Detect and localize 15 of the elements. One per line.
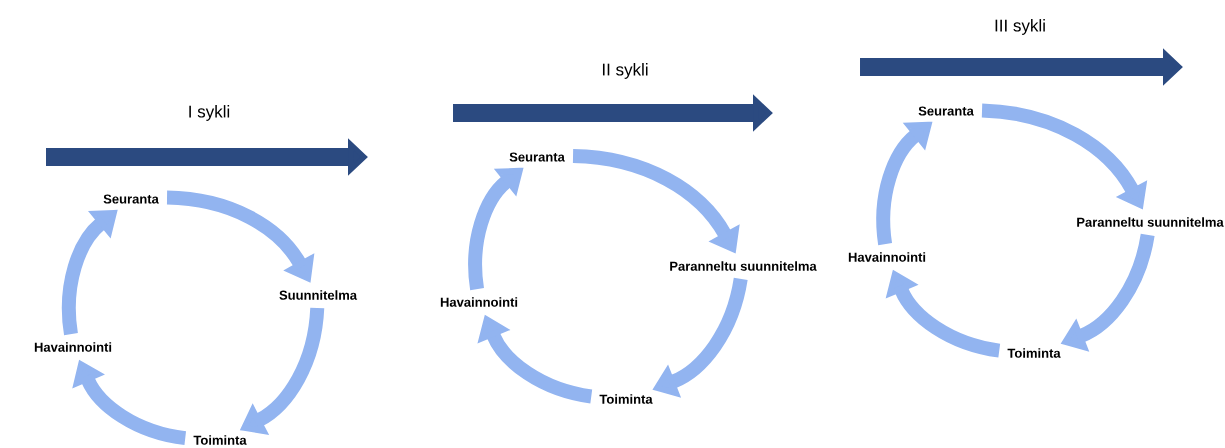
stage-label: Seuranta — [918, 106, 974, 116]
stage-label: Suunnitelma — [279, 290, 358, 300]
stage-label: Havainnointi — [848, 252, 926, 262]
stage-label: Toiminta — [1007, 348, 1061, 358]
stage-label: Seuranta — [103, 194, 159, 204]
cycle-title: II sykli — [602, 63, 648, 79]
stage-label: Toiminta — [599, 394, 653, 404]
cycle-title: III sykli — [995, 19, 1045, 35]
cycle-title: I sykli — [189, 105, 230, 121]
stage-label: Havainnointi — [34, 342, 112, 352]
stage-label: Toiminta — [193, 435, 247, 445]
stage-label: Seuranta — [509, 152, 565, 162]
stage-label: Havainnointi — [440, 297, 518, 307]
stage-label: Paranneltu suunnitelma — [670, 261, 817, 271]
stage-label: Paranneltu suunnitelma — [1077, 217, 1224, 227]
